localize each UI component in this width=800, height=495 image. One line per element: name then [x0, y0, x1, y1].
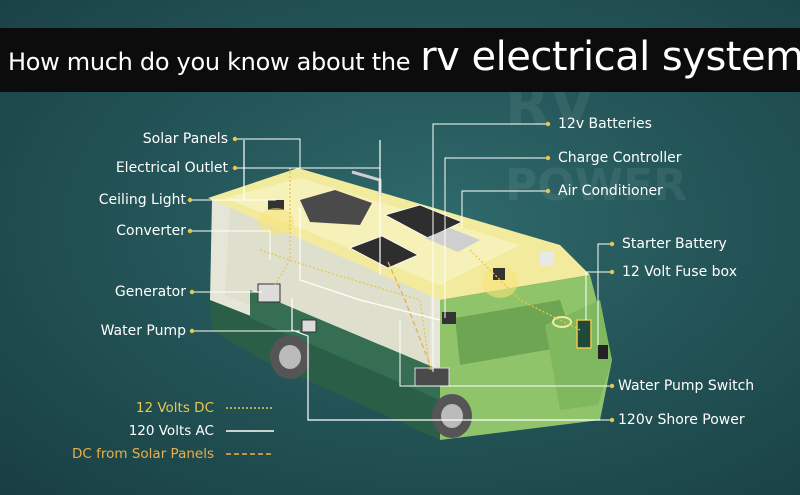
rv-roof-highlight — [225, 178, 520, 285]
legend-12-volts-dc: 12 Volts DC — [135, 400, 214, 416]
label-water-pump: Water Pump — [100, 323, 186, 339]
watermark-bottom: POWER — [505, 160, 687, 211]
title-emphasis: rv electrical system — [420, 34, 800, 80]
fuse-box-unit — [576, 319, 592, 349]
label-generator: Generator — [114, 284, 186, 300]
label-solar-panels: Solar Panels — [142, 131, 228, 147]
batteries-unit — [414, 367, 450, 387]
title-bar: How much do you know about the rv electr… — [0, 28, 800, 92]
rv-lower-side — [210, 300, 440, 440]
air-conditioner-unit — [300, 190, 372, 225]
rv-logo-ring — [552, 316, 572, 328]
water-pump-unit — [301, 319, 317, 333]
cab-light-fixture — [493, 268, 505, 280]
label-ceiling-light: Ceiling Light — [98, 192, 186, 208]
label-120v-shore-power: 120v Shore Power — [618, 412, 745, 428]
ceiling-light-glow — [258, 208, 294, 236]
label-air-conditioner: Air Conditioner — [558, 183, 663, 199]
label-electrical-outlet: Electrical Outlet — [115, 160, 228, 176]
charge-controller-unit — [442, 312, 456, 324]
legend-dc-from-solar-panels: DC from Solar Panels — [72, 446, 214, 462]
rear-wheel-hub — [279, 345, 301, 369]
legend-120-volts-ac: 120 Volts AC — [128, 423, 214, 439]
label-12v-batteries: 12v Batteries — [558, 116, 652, 132]
label-charge-controller: Charge Controller — [558, 150, 682, 166]
leader-dots — [187, 121, 615, 423]
rv-windshield — [455, 300, 575, 365]
solar-wiring — [387, 261, 433, 371]
cab-light-glow — [482, 266, 518, 298]
label-water-pump-switch: Water Pump Switch — [618, 378, 755, 394]
ceiling-light-fixture — [268, 200, 284, 210]
dc-wiring — [259, 168, 581, 371]
rv-floor-panel — [250, 290, 440, 400]
solar-panel-2 — [349, 235, 419, 269]
label-converter: Converter — [116, 223, 186, 239]
label-starter-battery: Starter Battery — [622, 236, 727, 252]
label-12-volt-fuse-box: 12 Volt Fuse box — [622, 264, 737, 280]
title-prefix: How much do you know about the — [8, 48, 411, 76]
front-wheel-hub — [441, 404, 463, 428]
roof-vent — [425, 228, 480, 252]
generator-unit — [257, 283, 281, 303]
starter-battery-unit — [598, 345, 608, 359]
cab-spotlight — [540, 252, 554, 266]
